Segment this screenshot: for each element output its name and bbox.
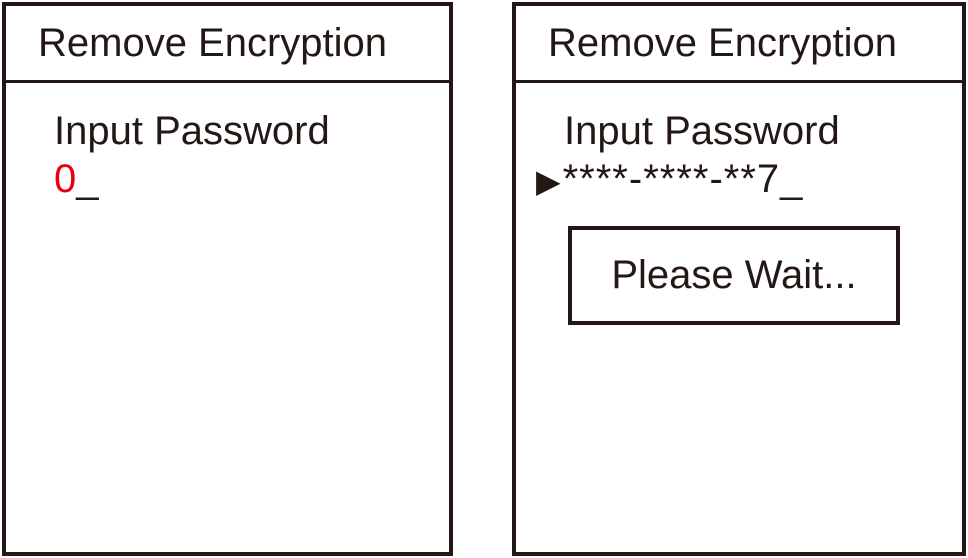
text-cursor: _ — [780, 157, 804, 201]
screen-title: Remove Encryption — [38, 21, 388, 65]
password-masked-value: ****-****-**7 — [562, 157, 781, 201]
screen-title-bar: Remove Encryption — [516, 6, 962, 83]
screen-password-entry: Remove Encryption Input Password 0 _ — [2, 2, 453, 556]
text-cursor: _ — [76, 157, 99, 201]
screen-password-processing: Remove Encryption Input Password ▶ ****-… — [512, 2, 966, 556]
screen-title-bar: Remove Encryption — [6, 6, 449, 83]
cursor-pointer-icon: ▶ — [536, 163, 561, 199]
please-wait-message: Please Wait... — [611, 253, 857, 297]
please-wait-dialog: Please Wait... — [568, 226, 900, 325]
screen-body: Input Password ▶ ****-****-**7 _ Please … — [516, 83, 962, 325]
password-entered-digit: 0 — [54, 157, 77, 201]
input-password-label: Input Password — [564, 109, 840, 153]
password-input-field[interactable]: 0 _ — [54, 156, 449, 202]
password-input-field[interactable]: ▶ ****-****-**7 _ — [536, 156, 962, 202]
input-password-label: Input Password — [54, 109, 330, 153]
screen-body: Input Password 0 _ — [6, 83, 449, 202]
screen-title: Remove Encryption — [548, 21, 898, 65]
